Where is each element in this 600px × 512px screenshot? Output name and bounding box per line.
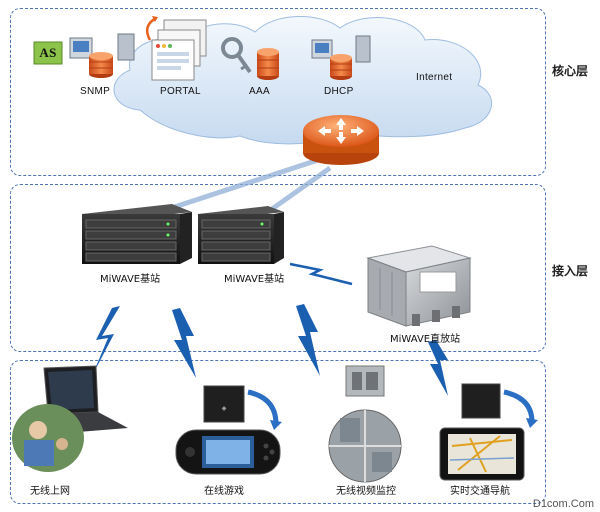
gps-navigator [439,427,525,481]
relay-wireless-link [289,262,353,286]
watermark: D1com.Com [532,498,594,510]
svg-text:◆: ◆ [222,405,227,412]
wireless-bolt-3 [296,304,320,376]
snmp-label: SNMP [80,86,111,97]
internet-label: Internet [416,72,453,83]
portal-label: PORTAL [160,86,201,97]
dhcp-server-icon [311,35,371,80]
aaa-key-icon [221,37,279,80]
handheld-console [175,389,282,475]
terminal-video-surveillance-label: 无线视频监控 [336,486,396,497]
terminal-traffic-navigation-label: 实时交通导航 [450,486,510,497]
core-layer-label: 核心层 [552,64,589,78]
aaa-label: AAA [249,86,270,97]
base-station-2-label: MiWAVE基站 [224,274,285,285]
as-badge-label: AS [39,45,57,60]
as-badge [33,41,63,65]
wireless-bolt-4 [428,340,448,396]
navigation-chip-icon [461,383,538,428]
repeater-label: MiWAVE直放站 [390,334,461,345]
surveillance-monitor [328,409,402,483]
game-chip-icon: ◆ [203,385,245,423]
base-station-rack-1 [82,204,192,264]
base-station-rack-2 [198,206,284,264]
dhcp-label: DHCP [324,86,354,97]
wireless-bolt-2 [172,308,196,378]
snmp-server-icon [69,33,135,78]
laptop-terminal [12,365,128,472]
terminal-online-gaming-label: 在线游戏 [204,486,244,497]
base-station-1-label: MiWAVE基站 [100,274,161,285]
wireless-bolt-1 [92,306,120,376]
terminal-internet-access-label: 无线上网 [30,486,70,497]
portal-icon [145,16,207,81]
surveillance-camera [345,365,385,397]
terminal-layer-frame [10,360,546,504]
repeater-unit [366,245,472,327]
backbone-links [149,157,332,219]
access-layer-label: 接入层 [552,264,589,278]
core-router [303,115,379,165]
access-layer-frame [10,184,546,352]
